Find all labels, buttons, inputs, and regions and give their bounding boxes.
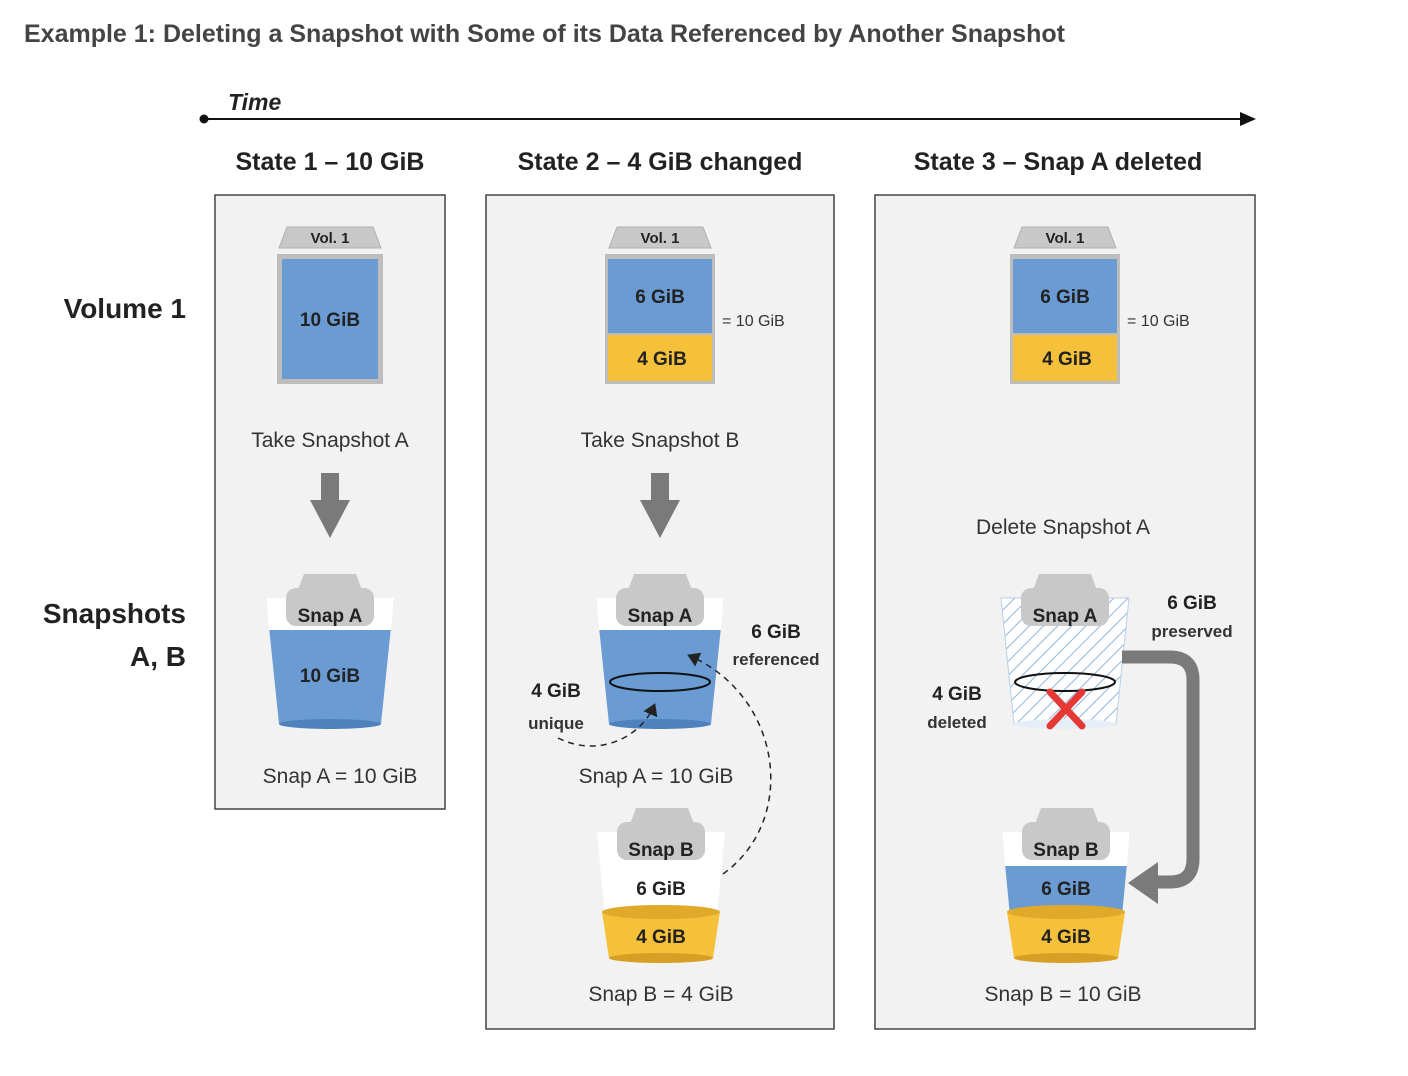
snap-tab-icon <box>630 808 694 824</box>
snap-label-plate <box>1022 822 1110 860</box>
state-2-volume: Vol. 1 6 GiB 4 GiB = 10 GiB <box>605 226 785 384</box>
row-label-snapshots: Snapshots <box>43 598 186 629</box>
state-1-action: Take Snapshot A <box>251 429 409 452</box>
snap-bucket-base <box>1014 719 1116 729</box>
snap-label-plate <box>616 588 704 626</box>
preserve-arrow-icon <box>1122 650 1200 904</box>
state-1-snap-a: Snap A 10 GiB <box>266 574 394 729</box>
referenced-label: referenced <box>733 650 820 669</box>
snap-divider-ring <box>609 672 711 692</box>
timeline-label: Time <box>228 89 281 115</box>
volume-top-label: 6 GiB <box>635 287 685 308</box>
snap-bottom-label: 4 GiB <box>636 927 686 948</box>
snap-tab-icon <box>298 574 362 590</box>
snap-tab-label: Snap A <box>298 606 363 627</box>
snap-label-plate <box>286 588 374 626</box>
volume-block-blue <box>608 259 712 333</box>
state-1-title: State 1 – 10 GiB <box>236 148 425 176</box>
referenced-value: 6 GiB <box>751 622 801 643</box>
snap-bucket-yellow <box>602 912 720 958</box>
state-1-volume: Vol. 1 10 GiB <box>277 226 383 384</box>
volume-block-yellow <box>608 335 712 381</box>
snap-tab-icon <box>1035 808 1099 824</box>
volume-tab-icon <box>278 226 382 249</box>
snap-label-plate <box>617 822 705 860</box>
state-3-snap-a-deleted: Snap A <box>1000 574 1130 730</box>
volume-tab-icon <box>608 226 712 249</box>
unique-label: unique <box>528 714 584 733</box>
snap-bucket-base <box>1014 953 1118 963</box>
state-1-caption: Snap A = 10 GiB <box>263 765 418 788</box>
state-2-snap-b-caption: Snap B = 4 GiB <box>588 983 733 1006</box>
state-2-snap-b: Snap B 6 GiB 4 GiB <box>597 808 725 963</box>
snap-top-label: 6 GiB <box>636 879 686 900</box>
volume-tab-label: Vol. 1 <box>641 230 680 247</box>
state-2-snap-a-caption: Snap A = 10 GiB <box>579 765 734 788</box>
snap-bottom-label: 4 GiB <box>1041 927 1091 948</box>
state-1-down-arrow-icon <box>310 473 350 538</box>
volume-block-blue <box>282 259 378 379</box>
volume-block-yellow <box>1013 335 1117 381</box>
unique-value: 4 GiB <box>531 681 581 702</box>
snap-bucket-base <box>609 953 713 963</box>
timeline: Time <box>199 89 1256 126</box>
preserved-label: preserved <box>1151 622 1232 641</box>
volume-block-label: 10 GiB <box>300 310 360 331</box>
snap-tab-icon <box>628 574 692 590</box>
state-3-volume: Vol. 1 6 GiB 4 GiB = 10 GiB <box>1010 226 1190 384</box>
snap-tab-label: Snap B <box>1033 840 1098 861</box>
preserved-value: 6 GiB <box>1167 593 1217 614</box>
deleted-value: 4 GiB <box>932 684 982 705</box>
volume-bottom-label: 4 GiB <box>1042 349 1092 370</box>
snap-bucket-base <box>279 719 381 729</box>
snap-bucket-base <box>609 719 711 729</box>
referenced-dashed-arrow <box>687 652 772 886</box>
volume-top-label: 6 GiB <box>1040 287 1090 308</box>
snap-tab-label: Snap A <box>1033 606 1098 627</box>
volume-bottom-label: 4 GiB <box>637 349 687 370</box>
snap-yellow-top <box>602 905 720 919</box>
snap-tab-label: Snap A <box>628 606 693 627</box>
snap-tab-label: Snap B <box>628 840 693 861</box>
volume-tab-label: Vol. 1 <box>311 230 350 247</box>
state-2-title: State 2 – 4 GiB changed <box>518 148 803 176</box>
state-3-title: State 3 – Snap A deleted <box>914 148 1203 176</box>
snap-divider-ring <box>1014 672 1116 692</box>
row-label-snapshots-ab: A, B <box>130 641 186 672</box>
volume-total-label: = 10 GiB <box>1127 313 1190 330</box>
snap-label-plate <box>1021 588 1109 626</box>
volume-tab-label: Vol. 1 <box>1046 230 1085 247</box>
snap-bucket-yellow <box>1007 912 1125 958</box>
unique-dashed-arrow <box>557 703 658 747</box>
volume-tab-icon <box>1013 226 1117 249</box>
state-2-action: Take Snapshot B <box>581 429 740 452</box>
snap-top-label: 6 GiB <box>1041 879 1091 900</box>
volume-total-label: = 10 GiB <box>722 313 785 330</box>
deleted-label: deleted <box>927 713 987 732</box>
delete-x-icon <box>1046 688 1086 730</box>
state-2-down-arrow-icon <box>640 473 680 538</box>
snap-yellow-top <box>1007 905 1125 919</box>
row-label-volume: Volume 1 <box>64 293 186 324</box>
state-3-action: Delete Snapshot A <box>976 516 1150 539</box>
state-2-snap-a: Snap A <box>596 574 724 729</box>
state-3-snap-b: Snap B 6 GiB 4 GiB <box>1002 808 1130 963</box>
page-title: Example 1: Deleting a Snapshot with Some… <box>24 20 1065 48</box>
timeline-arrowhead-icon <box>1240 112 1256 126</box>
snap-tab-icon <box>1033 574 1097 590</box>
state-3-snap-b-caption: Snap B = 10 GiB <box>984 983 1141 1006</box>
volume-block-blue <box>1013 259 1117 333</box>
snap-block-label: 10 GiB <box>300 666 360 687</box>
